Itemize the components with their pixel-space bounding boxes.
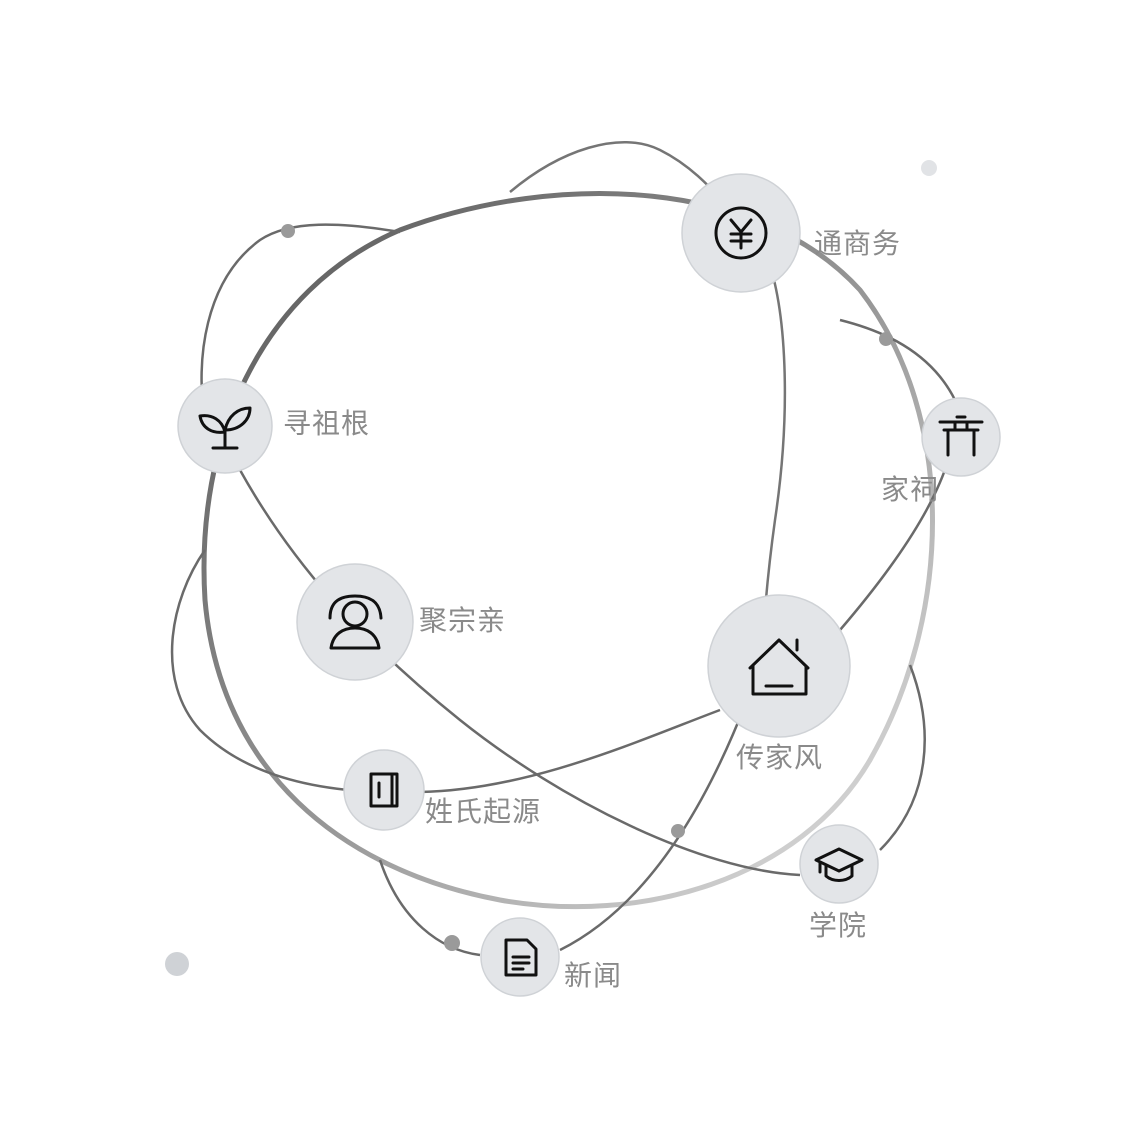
- node-business[interactable]: [681, 173, 801, 293]
- node-label-kinship[interactable]: 聚宗亲: [419, 604, 507, 637]
- node-label-business[interactable]: 通商务: [814, 227, 902, 260]
- node-kinship[interactable]: [296, 563, 414, 681]
- decor-dot: [165, 952, 189, 976]
- orbit-ring-bottom: [378, 704, 747, 957]
- orbit-dot: [444, 935, 460, 951]
- node-label-clan[interactable]: 家祠: [881, 473, 940, 506]
- orbit-ring-main: [201, 191, 935, 910]
- orbit-dot: [281, 224, 295, 238]
- torii-gate-icon: [938, 415, 984, 457]
- orbit-ring-left: [200, 223, 401, 421]
- graduation-cap-icon: [814, 847, 864, 882]
- book-icon: [369, 772, 399, 808]
- orbit-dot: [671, 824, 685, 838]
- orbit-dot: [879, 332, 893, 346]
- node-label-ancestry[interactable]: 寻祖根: [283, 407, 371, 440]
- node-family-tradition[interactable]: [707, 594, 851, 738]
- orbit-ring-lower-left: [170, 549, 721, 794]
- user-icon: [328, 594, 383, 650]
- node-label-family-tradition[interactable]: 传家风: [736, 741, 824, 774]
- node-label-surname-origin[interactable]: 姓氏起源: [425, 795, 542, 828]
- node-clan[interactable]: [921, 397, 1001, 477]
- node-surname-origin[interactable]: [343, 749, 425, 831]
- home-icon: [748, 638, 810, 696]
- decor-dot: [921, 160, 937, 176]
- yuan-icon: [714, 206, 768, 260]
- node-academy[interactable]: [799, 824, 879, 904]
- orbit-ring-bottom-right: [879, 664, 926, 851]
- document-icon: [504, 938, 538, 977]
- orbit-ring-cross: [238, 469, 801, 877]
- node-ancestry[interactable]: [177, 378, 273, 474]
- sprout-icon: [198, 406, 252, 450]
- node-news[interactable]: [480, 917, 560, 997]
- node-label-news[interactable]: 新闻: [564, 959, 623, 992]
- node-label-academy[interactable]: 学院: [809, 909, 868, 942]
